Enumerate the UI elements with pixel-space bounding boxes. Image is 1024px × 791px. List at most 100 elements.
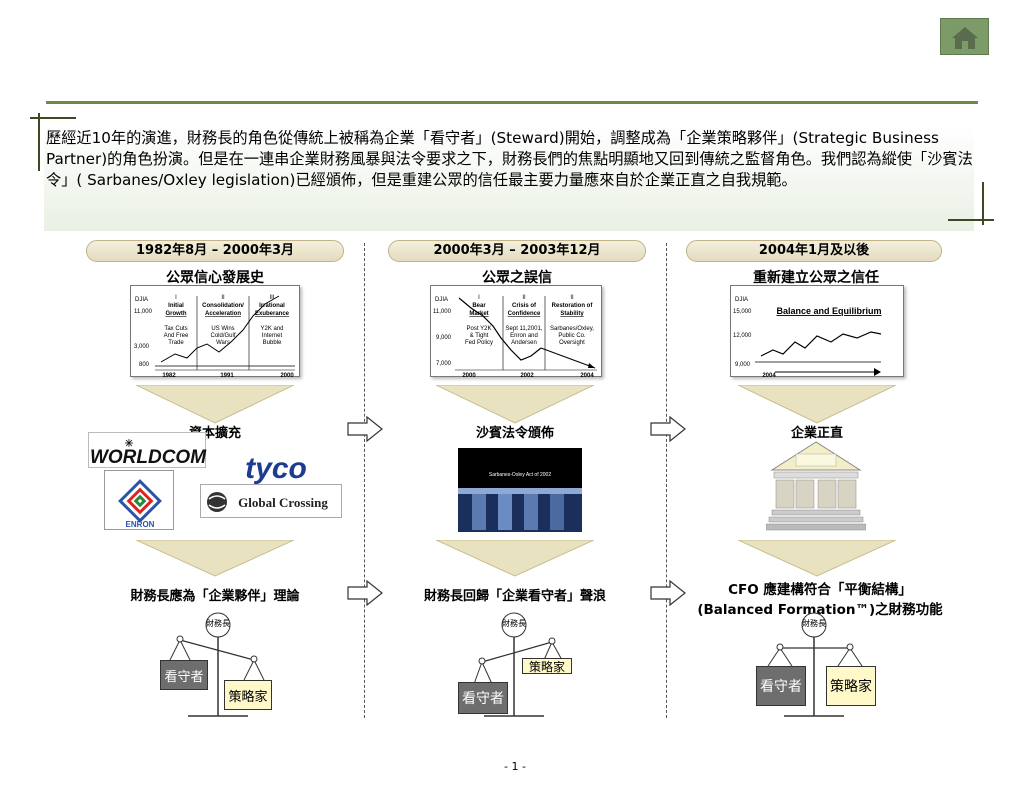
intro-panel: [44, 125, 974, 231]
chart1-phase-name: Growth: [166, 311, 187, 317]
enron-logo-text: ENRON: [126, 520, 155, 529]
chart2-phase-num: II: [522, 295, 526, 301]
tyco-logo: tyco: [232, 450, 320, 485]
chart2-phase-desc: Post Y2K: [467, 326, 492, 332]
section-title-2: 公眾之誤信: [482, 270, 552, 286]
intro-text: 歷經近10年的演進，財務長的角色從傳統上被稱為企業「看守者」(Steward)開…: [46, 129, 973, 189]
chart1-phase-name: Consolidation/: [202, 303, 244, 309]
chart1-xtick: 1982: [162, 373, 176, 378]
chart2-phase-desc: & Tight: [470, 333, 489, 339]
chart1-phase-name: Exuberance: [255, 311, 290, 317]
right-arrow-4: [650, 580, 686, 606]
bottom-label-3a: CFO 應建構符合「平衡結構」: [728, 582, 912, 598]
chart3-headline: Balance and Equilibrium: [776, 306, 881, 316]
chart3-ytick: 12,000: [733, 333, 752, 339]
corner-bracket-top: [30, 117, 76, 119]
corner-bracket-bottom: [948, 219, 994, 221]
chart1-xtick: 2000: [280, 373, 294, 378]
chart1-phase-desc: And Free: [164, 333, 189, 339]
chart2-phase-num: I: [478, 295, 480, 301]
section-title-3: 重新建立公眾之信任: [753, 270, 879, 286]
corner-bracket-top-vertical: [38, 113, 40, 171]
chart3-ytick: 15,000: [733, 309, 752, 315]
chart2-phase-num: II: [570, 295, 574, 301]
chart1-phase-name: Initial: [168, 303, 184, 309]
chart1-phase-desc: Wars: [216, 340, 230, 346]
steward-box-3: 看守者: [756, 666, 806, 706]
chart1-ytick: 11,000: [134, 309, 153, 315]
home-icon: [952, 27, 978, 49]
mid-label-3: 企業正直: [790, 426, 843, 441]
enron-logo: ENRON: [104, 470, 174, 530]
tyco-logo-text: tyco: [245, 452, 307, 484]
chart2-xtick: 2004: [580, 373, 594, 378]
period-pill-1: 1982年8月 – 2000年3月: [86, 240, 344, 262]
strategist-box-3: 策略家: [826, 666, 876, 706]
djia-chart-1982-2000: DJIA 11,000 3,000 800 I Initial Growth T…: [130, 285, 300, 378]
global-crossing-logo-text: Global Crossing: [238, 495, 328, 510]
strategist-box-1: 策略家: [224, 680, 272, 710]
chart2-ytick: 7,000: [436, 361, 452, 367]
section-title-1: 公眾信心發展史: [166, 270, 264, 286]
bottom-label-3b: (Balanced Formation™)之財務功能: [697, 602, 943, 618]
chart2-phase-name: Stability: [560, 311, 584, 317]
balance-scale-2: 財務長 看守者 策略家: [452, 612, 592, 720]
bottom-label-1: 財務長應為「企業夥伴」理論: [130, 589, 300, 604]
right-arrow-3: [347, 580, 383, 606]
header-rule: [46, 101, 978, 104]
worldcom-logo-text: WORLDCOM: [90, 447, 207, 468]
cfo-label-2: 財務長: [502, 619, 526, 628]
corporate-integrity-pillar-diagram: [765, 440, 867, 532]
chart1-phase-desc: Trade: [168, 340, 184, 346]
chart1-phase-num: III: [269, 295, 274, 301]
right-arrow-2: [650, 416, 686, 442]
chart2-phase-name: Crisis of: [512, 303, 537, 309]
chart2-xtick: 2000: [462, 373, 476, 378]
chart1-ytick: 800: [139, 362, 150, 368]
chart2-phase-name: Restoration of: [552, 303, 594, 309]
chart2-phase-desc: Fed Policy: [465, 340, 493, 346]
chart2-ytick: 9,000: [436, 335, 452, 341]
period-pill-2: 2000年3月 – 2003年12月: [388, 240, 646, 262]
chart3-ytick: 9,000: [735, 362, 751, 368]
chart1-phase-num: II: [221, 295, 225, 301]
chart1-phase-desc: Internet: [262, 333, 283, 339]
worldcom-logo: WORLDCOM: [88, 432, 207, 468]
mid-label-2: 沙賓法令頒佈: [475, 426, 554, 441]
djia-chart-2004: DJIA 15,000 12,000 9,000 Balance and Equ…: [730, 285, 904, 378]
steward-box-2: 看守者: [458, 682, 508, 714]
chart1-xtick: 1991: [220, 373, 234, 378]
home-button[interactable]: [940, 18, 989, 55]
column-divider-1: [364, 243, 365, 718]
chart1-phase-desc: Bubble: [263, 340, 282, 346]
djia-chart-2000-2004: DJIA 11,000 9,000 7,000 I Bear Market Po…: [430, 285, 602, 378]
chart1-phase-num: I: [175, 295, 177, 301]
chart1-phase-name: Irrational: [259, 303, 285, 309]
page-number: - 1 -: [504, 760, 526, 773]
sarbanes-oxley-image: Sarbanes-Oxley Act of 2002: [458, 448, 582, 532]
balance-scale-3: 財務長 看守者 策略家: [748, 612, 888, 720]
chart2-phase-desc: Oversight: [559, 340, 585, 346]
down-arrow-1: [136, 385, 294, 424]
chart2-phase-desc: Sept 11,2001,: [506, 326, 543, 332]
chart1-phase-desc: Y2K and: [260, 326, 283, 332]
sox-image-caption: Sarbanes-Oxley Act of 2002: [489, 472, 551, 478]
down-arrow-2: [436, 385, 594, 424]
chart3-xtick: 2004: [762, 373, 776, 378]
chart2-phase-name: Market: [469, 311, 488, 317]
chart1-phase-desc: Cold/Gulf: [210, 333, 235, 339]
chart2-phase-desc: Andersen: [511, 340, 537, 346]
chart2-phase-name: Bear: [472, 303, 486, 309]
chart2-phase-desc: Public Co.: [558, 333, 586, 339]
cfo-label-3: 財務長: [802, 619, 826, 628]
chart2-ytick: 11,000: [433, 309, 452, 315]
cfo-label-1: 財務長: [206, 619, 230, 628]
chart2-phase-name: Confidence: [508, 311, 541, 317]
down-arrow-4: [136, 540, 294, 577]
chart1-ytick: 3,000: [134, 344, 150, 350]
chart2-phase-desc: Sarbanes/Oxley,: [550, 326, 594, 332]
chart3-ylabel: DJIA: [735, 297, 748, 303]
bottom-label-2: 財務長回歸「企業看守者」聲浪: [423, 589, 606, 604]
balance-scale-1: 財務長 看守者 策略家: [150, 612, 290, 720]
column-divider-2: [666, 243, 667, 718]
